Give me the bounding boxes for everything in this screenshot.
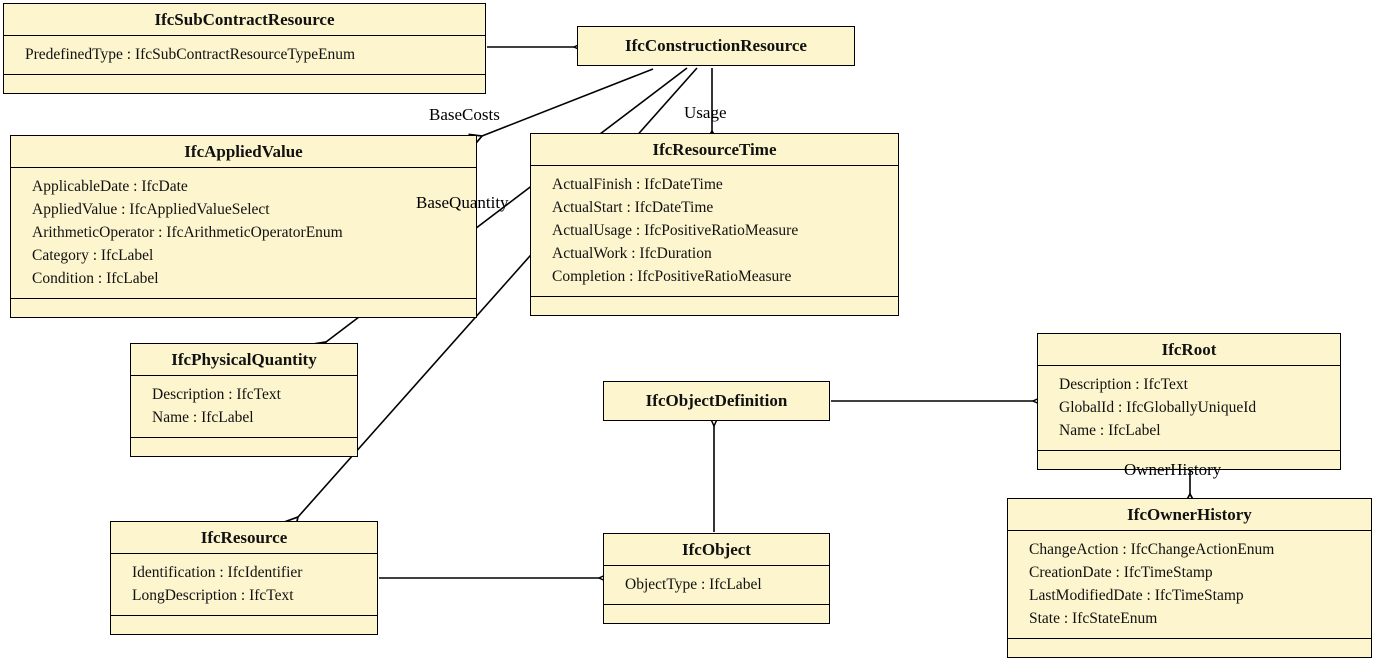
class-attributes: ObjectType : IfcLabel [604,565,829,604]
attribute-row: ActualStart : IfcDateTime [552,199,714,216]
edge-label-basequantity: BaseQuantity [416,193,509,212]
class-attributes: ApplicableDate : IfcDate AppliedValue : … [11,167,476,298]
class-ifcsubcontractresource: IfcSubContractResource PredefinedType : … [3,3,486,94]
attribute-row: ArithmeticOperator : IfcArithmeticOperat… [32,224,343,241]
class-empty-compartment [11,298,476,317]
attribute-row: Name : IfcLabel [1059,422,1161,439]
class-title: IfcSubContractResource [154,10,335,29]
class-ifcobject: IfcObject ObjectType : IfcLabel [603,533,830,624]
attribute-row: CreationDate : IfcTimeStamp [1029,564,1213,581]
class-empty-compartment [1008,638,1371,657]
attribute-row: Name : IfcLabel [152,409,254,426]
class-title: IfcObject [682,540,751,559]
class-ifcroot: IfcRoot Description : IfcText GlobalId :… [1037,333,1341,470]
class-ifcappliedvalue: IfcAppliedValue ApplicableDate : IfcDate… [10,135,477,318]
class-empty-compartment [4,74,485,93]
attribute-row: GlobalId : IfcGloballyUniqueId [1059,399,1257,416]
attribute-row: Completion : IfcPositiveRatioMeasure [552,268,792,285]
attribute-row: ApplicableDate : IfcDate [32,178,188,195]
class-attributes: Description : IfcText GlobalId : IfcGlob… [1038,365,1340,450]
class-title: IfcResourceTime [652,140,777,159]
class-empty-compartment [604,604,829,623]
edge-label-usage: Usage [684,103,727,122]
attribute-row: Condition : IfcLabel [32,270,159,287]
class-ifcresource: IfcResource Identification : IfcIdentifi… [110,521,378,635]
class-ifcphysicalquantity: IfcPhysicalQuantity Description : IfcTex… [130,343,358,457]
attribute-row: LongDescription : IfcText [132,587,294,604]
class-title: IfcPhysicalQuantity [171,350,317,369]
attribute-row: ActualWork : IfcDuration [552,245,712,262]
class-ifcobjectdefinition: IfcObjectDefinition [603,381,830,421]
class-empty-compartment [111,615,377,634]
attribute-row: AppliedValue : IfcAppliedValueSelect [32,201,270,218]
class-attributes: Description : IfcText Name : IfcLabel [131,375,357,437]
attribute-row: ActualFinish : IfcDateTime [552,176,723,193]
attribute-row: LastModifiedDate : IfcTimeStamp [1029,587,1244,604]
attribute-row: Category : IfcLabel [32,247,154,264]
attribute-row: ObjectType : IfcLabel [625,576,762,593]
class-empty-compartment [531,296,898,315]
attribute-row: Description : IfcText [1059,376,1188,393]
attribute-row: State : IfcStateEnum [1029,610,1158,627]
attribute-row: Identification : IfcIdentifier [132,564,303,581]
class-title: IfcAppliedValue [184,142,303,161]
class-title: IfcRoot [1161,340,1217,359]
class-title: IfcResource [200,528,288,547]
class-title: IfcObjectDefinition [645,391,788,410]
class-ifcconstructionresource: IfcConstructionResource [577,26,855,66]
class-attributes: ActualFinish : IfcDateTime ActualStart :… [531,165,898,296]
class-attributes: ChangeAction : IfcChangeActionEnum Creat… [1008,530,1371,638]
class-attributes: Identification : IfcIdentifier LongDescr… [111,553,377,615]
class-title: IfcConstructionResource [625,36,807,55]
class-ifcownerhistory: IfcOwnerHistory ChangeAction : IfcChange… [1007,498,1372,658]
attribute-row: ActualUsage : IfcPositiveRatioMeasure [552,222,799,239]
class-empty-compartment [131,437,357,456]
edge-label-ownerhistory: OwnerHistory [1124,460,1222,479]
class-title: IfcOwnerHistory [1127,505,1252,524]
class-empty-compartment [1038,450,1340,469]
attribute-row: ChangeAction : IfcChangeActionEnum [1029,541,1275,558]
class-ifcresourcetime: IfcResourceTime ActualFinish : IfcDateTi… [530,133,899,316]
attribute-row: PredefinedType : IfcSubContractResourceT… [25,46,356,63]
association-basecosts-arrow [482,68,654,136]
attribute-row: Description : IfcText [152,386,281,403]
class-attributes: PredefinedType : IfcSubContractResourceT… [4,35,485,74]
edge-label-basecosts: BaseCosts [429,105,500,124]
